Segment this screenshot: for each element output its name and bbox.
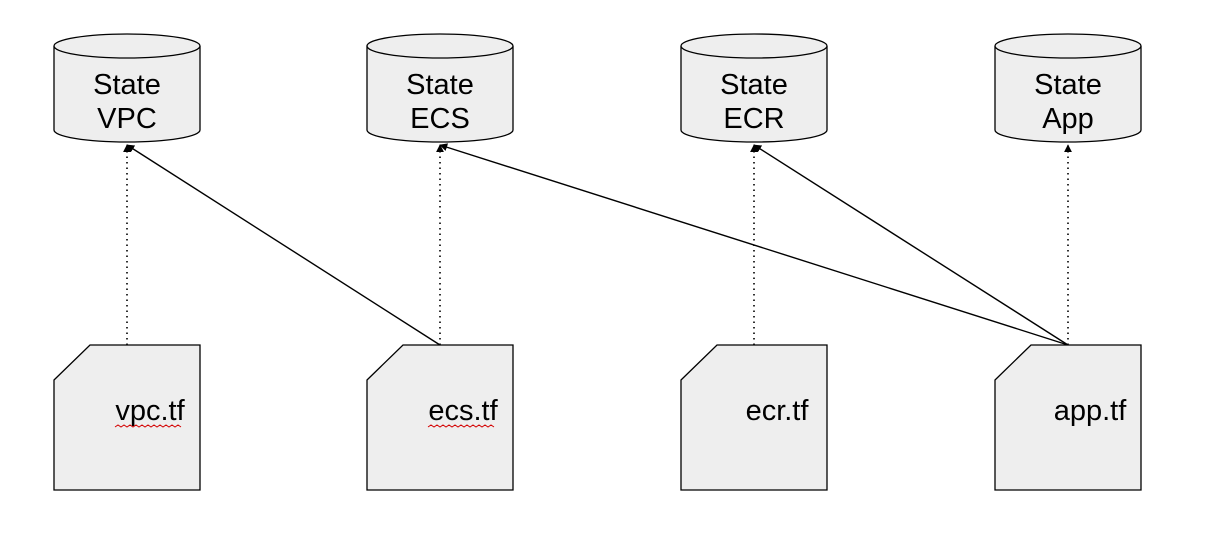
solid-arrow-app-to-state-ecr xyxy=(753,144,1069,346)
state-ecr-cylinder[interactable]: State ECR xyxy=(680,33,828,143)
spellcheck-underline xyxy=(114,424,182,428)
file-ecr-tf-label: ecr.tf xyxy=(746,395,810,427)
spellcheck-underline xyxy=(427,424,495,428)
state-app-cylinder[interactable]: State App xyxy=(994,33,1142,143)
state-app-line1: State xyxy=(1034,69,1102,101)
state-vpc-line2: VPC xyxy=(97,103,157,135)
file-ecs-tf-label: ecs.tf xyxy=(428,395,498,427)
file-ecr-tf[interactable]: ecr.tf xyxy=(680,344,828,491)
file-vpc-tf[interactable]: vpc.tf xyxy=(53,344,201,491)
solid-arrow-app-to-state-ecs xyxy=(439,143,1069,346)
state-ecs-line1: State xyxy=(406,69,474,101)
solid-arrow-ecs-to-state-vpc xyxy=(126,144,441,346)
state-vpc-line1: State xyxy=(93,69,161,101)
state-ecr-line1: State xyxy=(720,69,788,101)
state-vpc-cylinder[interactable]: State VPC xyxy=(53,33,201,143)
state-ecs-cylinder[interactable]: State ECS xyxy=(366,33,514,143)
state-ecr-line2: ECR xyxy=(723,103,784,135)
state-ecs-line2: ECS xyxy=(410,103,470,135)
file-app-tf[interactable]: app.tf xyxy=(994,344,1142,491)
file-ecs-tf[interactable]: ecs.tf xyxy=(366,344,514,491)
file-app-tf-label: app.tf xyxy=(1054,395,1127,427)
state-app-line2: App xyxy=(1042,103,1094,135)
edges-layer xyxy=(123,143,1072,346)
file-vpc-tf-label: vpc.tf xyxy=(115,395,185,427)
